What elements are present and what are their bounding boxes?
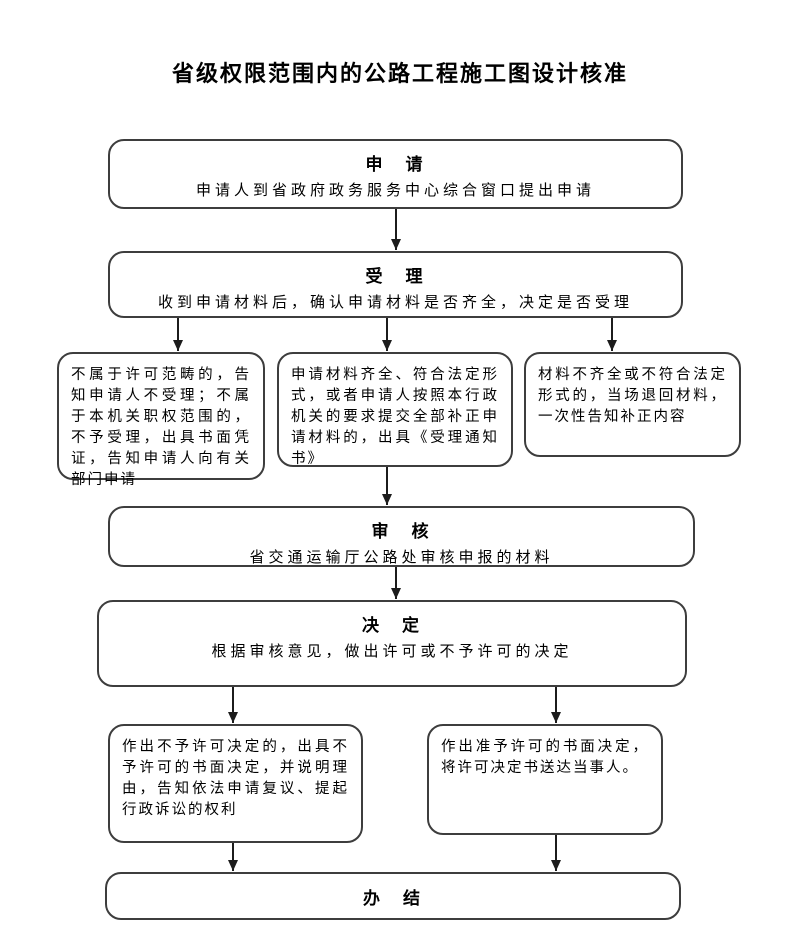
node-incomplete-text: 材料不齐全或不符合法定形式的，当场退回材料，一次性告知补正内容 bbox=[538, 367, 727, 426]
node-accept: 受 理 收到申请材料后，确认申请材料是否齐全，决定是否受理 bbox=[108, 251, 683, 318]
arrow-accepted-to-review bbox=[386, 467, 388, 505]
node-apply: 申 请 申请人到省政府政务服务中心综合窗口提出申请 bbox=[108, 139, 683, 209]
node-accept-desc: 收到申请材料后，确认申请材料是否齐全，决定是否受理 bbox=[157, 294, 633, 311]
node-finish: 办 结 bbox=[105, 872, 681, 920]
node-apply-desc: 申请人到省政府政务服务中心综合窗口提出申请 bbox=[195, 182, 595, 199]
node-accept-heading: 受 理 bbox=[365, 267, 426, 286]
page-title: 省级权限范围内的公路工程施工图设计核准 bbox=[171, 61, 628, 86]
arrow-apply-to-accept bbox=[395, 209, 397, 250]
arrow-decide-to-grant bbox=[555, 687, 557, 723]
node-accepted-text: 申请材料齐全、符合法定形式，或者申请人按照本行政机关的要求提交全部补正申请材料的… bbox=[291, 367, 499, 468]
arrow-decide-to-deny bbox=[232, 687, 234, 723]
node-deny-text: 作出不予许可决定的，出具不予许可的书面决定，并说明理由，告知依法申请复议、提起行… bbox=[122, 739, 349, 819]
node-not-accepted-text: 不属于许可范畴的，告知申请人不受理；不属于本机关职权范围的，不予受理，出具书面凭… bbox=[71, 367, 251, 489]
arrow-grant-to-finish bbox=[555, 835, 557, 871]
arrow-accept-to-incomplete bbox=[611, 318, 613, 351]
node-decide-desc: 根据审核意见，做出许可或不予许可的决定 bbox=[211, 643, 573, 660]
node-finish-heading: 办 结 bbox=[363, 888, 423, 908]
arrow-accept-to-accepted bbox=[386, 318, 388, 351]
node-apply-heading: 申 请 bbox=[365, 155, 426, 174]
arrow-accept-to-not-accepted bbox=[177, 318, 179, 351]
node-decide-heading: 决 定 bbox=[362, 616, 422, 635]
node-decide: 决 定 根据审核意见，做出许可或不予许可的决定 bbox=[97, 600, 687, 687]
node-grant: 作出准予许可的书面决定，将许可决定书送达当事人。 bbox=[427, 724, 663, 835]
arrow-deny-to-finish bbox=[232, 843, 234, 871]
node-review-desc: 省交通运输厅公路处审核申报的材料 bbox=[249, 549, 554, 566]
node-deny: 作出不予许可决定的，出具不予许可的书面决定，并说明理由，告知依法申请复议、提起行… bbox=[108, 724, 363, 843]
node-review: 审 核 省交通运输厅公路处审核申报的材料 bbox=[108, 506, 695, 567]
node-grant-text: 作出准予许可的书面决定，将许可决定书送达当事人。 bbox=[441, 739, 649, 777]
node-not-accepted: 不属于许可范畴的，告知申请人不受理；不属于本机关职权范围的，不予受理，出具书面凭… bbox=[57, 352, 265, 488]
arrow-review-to-decide bbox=[395, 567, 397, 599]
node-accepted: 申请材料齐全、符合法定形式，或者申请人按照本行政机关的要求提交全部补正申请材料的… bbox=[277, 352, 513, 467]
node-review-heading: 审 核 bbox=[371, 522, 432, 541]
node-incomplete: 材料不齐全或不符合法定形式的，当场退回材料，一次性告知补正内容 bbox=[524, 352, 741, 457]
